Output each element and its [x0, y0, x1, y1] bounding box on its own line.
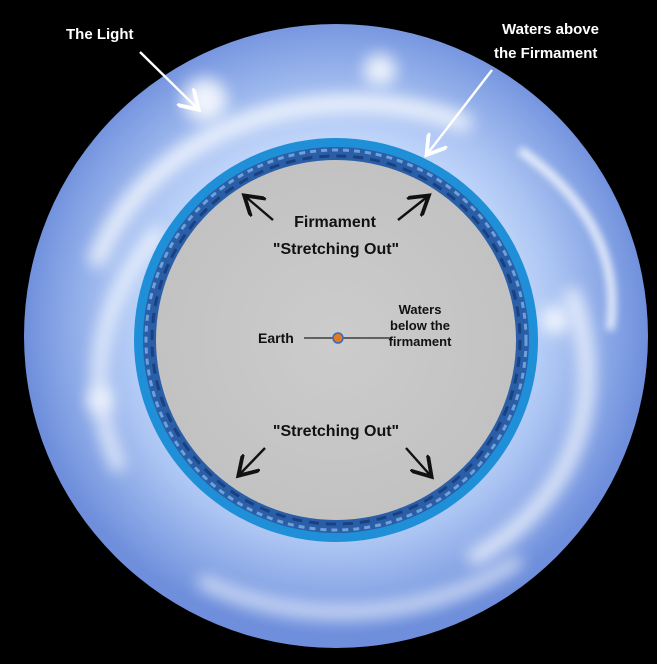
waters-below-label-line2: below the [390, 318, 450, 333]
stretching-arrow-top-left [246, 197, 274, 221]
earth-label: Earth [258, 330, 294, 346]
stretching-arrow-bottom-right [405, 447, 430, 475]
stretching-out-bottom-label: "Stretching Out" [273, 423, 399, 440]
stretching-arrow-top-right [397, 197, 427, 221]
waters-below-label-line1: Waters [399, 302, 442, 317]
the-light-label: The Light [66, 26, 134, 43]
stretching-arrow-bottom-left [240, 447, 266, 474]
waters-above-label-line2: the Firmament [494, 45, 597, 62]
earth-dot [332, 332, 344, 344]
firmament-label: Firmament [294, 214, 376, 231]
the-light-arrow [139, 51, 197, 108]
waters-below-label-line3: firmament [389, 334, 453, 349]
waters-above-label-line1: Waters above [502, 21, 599, 38]
stretching-out-top-label: "Stretching Out" [273, 241, 399, 258]
waters-above-arrow [428, 69, 493, 153]
light-swirls [87, 54, 616, 617]
